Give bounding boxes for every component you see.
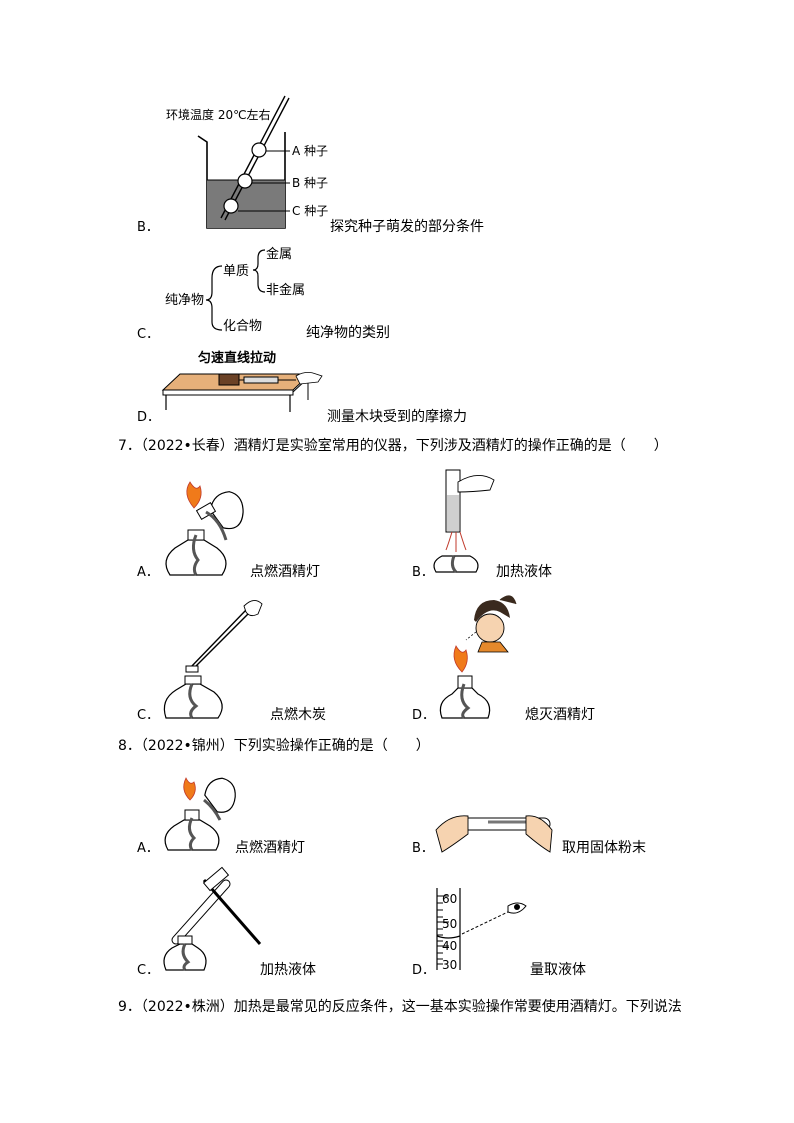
tick-label: 40 [442,939,458,953]
option-caption: 探究种子萌发的部分条件 [330,219,484,235]
option-letter: D． [137,410,161,425]
option-letter: A． [137,841,159,856]
option-caption: 加热液体 [260,962,316,978]
option-caption: 取用固体粉末 [562,840,646,856]
node-leaf-2: 非金属 [266,283,306,298]
question-stem: 8．（2022•锦州）下列实验操作正确的是（ ） [118,738,430,754]
option-letter: A． [137,565,159,580]
node-branch-1: 单质 [223,264,250,279]
option-letter: D． [412,708,436,723]
option-caption: 加热液体 [496,564,552,580]
option-letter: D． [412,963,436,978]
tick-label: 60 [442,892,458,906]
option-caption: 测量木块受到的摩擦力 [327,409,467,425]
option-letter: B． [412,841,434,856]
seed-label-a: A 种子 [292,144,329,158]
option-letter: C． [137,708,160,723]
node-root: 纯净物 [165,293,205,308]
option-letter: C． [137,963,160,978]
option-caption: 量取液体 [530,962,586,978]
question-stem: 9．（2022•株洲）加热是最常见的反应条件，这一基本实验操作常要使用酒精灯。下… [118,999,682,1015]
option-letter: C． [137,327,160,342]
option-caption: 熄灭酒精灯 [525,707,595,723]
figure-title: 环境温度 20℃左右 [166,108,271,122]
node-branch-2: 化合物 [223,319,263,334]
seed-label-b: B 种子 [292,176,329,190]
seed-label-c: C 种子 [292,204,329,218]
option-letter: B． [412,565,434,580]
option-caption: 点燃酒精灯 [250,564,320,580]
node-leaf-1: 金属 [266,247,293,262]
figure-title: 匀速直线拉动 [198,351,277,366]
option-caption: 点燃木炭 [270,707,326,723]
tick-label: 30 [442,958,458,972]
option-caption: 纯净物的类别 [306,325,390,341]
option-letter: B． [137,220,159,235]
option-caption: 点燃酒精灯 [235,840,305,856]
tick-label: 50 [442,917,458,931]
question-stem: 7．（2022•长春）酒精灯是实验室常用的仪器，下列涉及酒精灯的操作正确的是（ … [118,438,668,454]
